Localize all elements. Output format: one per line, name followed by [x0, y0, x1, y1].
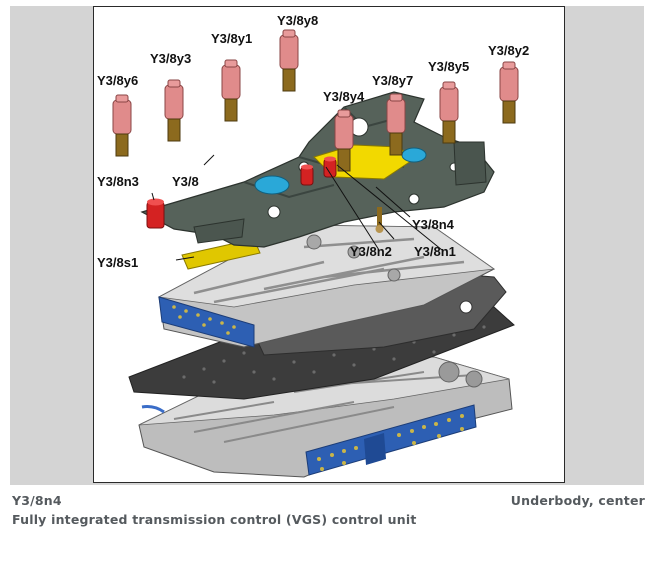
- label-y3-8n3: Y3/8n3: [97, 174, 139, 189]
- label-y3-8y6: Y3/8y6: [97, 73, 138, 88]
- label-y3-8n1: Y3/8n1: [414, 244, 456, 259]
- label-y3-8y4: Y3/8y4: [323, 89, 365, 104]
- solenoid-y3-8y7: [386, 93, 406, 156]
- cyan-component-right: [401, 147, 427, 163]
- solenoid-y3-8y6: [112, 94, 132, 157]
- lower-connector-pins: [317, 414, 464, 471]
- label-y3-8y7: Y3/8y7: [372, 73, 413, 88]
- label-y3-8n2: Y3/8n2: [350, 244, 392, 259]
- label-y3-8y5: Y3/8y5: [428, 59, 469, 74]
- label-y3-8y8: Y3/8y8: [277, 13, 318, 28]
- label-y3-8n4: Y3/8n4: [412, 217, 455, 232]
- solenoid-y3-8y4: [334, 109, 354, 172]
- range-sensor-y3-8s1: [181, 238, 261, 270]
- cyan-component-left: [254, 175, 290, 195]
- component-id: Y3/8n4: [12, 493, 62, 508]
- solenoid-y3-8y5: [439, 81, 459, 144]
- solenoid-y3-8y1: [221, 59, 241, 122]
- component-location: Underbody, center: [510, 493, 645, 508]
- label-y3-8s1: Y3/8s1: [97, 255, 138, 270]
- upper-connector-pins: [172, 305, 236, 335]
- label-y3-8y1: Y3/8y1: [211, 31, 252, 46]
- speed-sensor-y3-8n2: [300, 164, 314, 186]
- label-y3-8y3: Y3/8y3: [150, 51, 191, 66]
- solenoid-y3-8y8: [279, 29, 299, 92]
- label-y3-8y2: Y3/8y2: [488, 43, 529, 58]
- leader-lines: [151, 154, 443, 261]
- component-description: Fully integrated transmission control (V…: [12, 512, 417, 527]
- solenoid-y3-8y2: [499, 61, 519, 124]
- exploded-view-diagram: Y3/8y8 Y3/8y1 Y3/8y3 Y3/8y6 Y3/8y2 Y3/8y…: [93, 6, 565, 483]
- speed-sensor-y3-8n3: [146, 198, 165, 229]
- solenoid-y3-8y3: [164, 79, 184, 142]
- carrier-housing: [140, 91, 495, 248]
- label-y3-8: Y3/8: [172, 174, 199, 189]
- speed-sensor-y3-8n1: [323, 156, 337, 178]
